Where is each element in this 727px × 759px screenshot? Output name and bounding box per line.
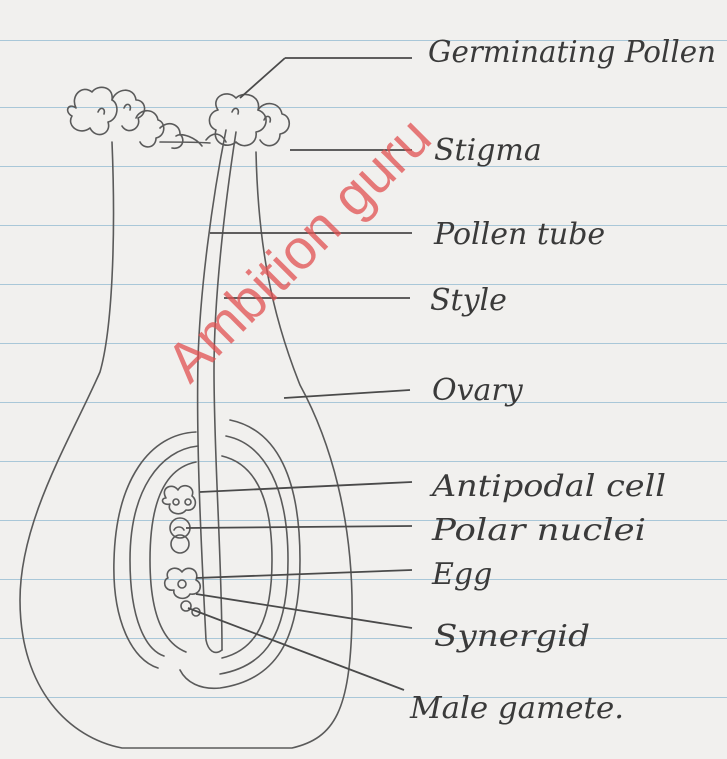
label-pollen-tube: Pollen tube [433, 217, 605, 252]
label-ovary: Ovary [432, 373, 524, 408]
embryo-sac [163, 486, 201, 616]
leader-germinating-pollen [240, 58, 285, 98]
leader-polar-nuclei [186, 526, 412, 528]
label-polar-nuclei: Polar nuclei [431, 513, 646, 548]
ovule [114, 420, 300, 688]
label-male-gamete: Male gamete. [409, 691, 624, 726]
label-style: Style [430, 283, 507, 318]
stigma-pollen-grains [68, 87, 290, 148]
label-synergid: Synergid [434, 619, 590, 654]
labels: Germinating Pollen Stigma Pollen tube St… [409, 35, 716, 726]
label-stigma: Stigma [434, 133, 542, 168]
label-germinating-pollen: Germinating Pollen [428, 35, 716, 70]
watermark: Ambition guru [154, 105, 443, 394]
leader-egg [196, 570, 412, 578]
leader-male-gamete [188, 608, 404, 690]
label-antipodal-cell: Antipodal cell [429, 469, 666, 504]
label-egg: Egg [431, 557, 492, 592]
pollen-tube [198, 130, 236, 652]
leader-antipodal-cell [200, 482, 412, 492]
